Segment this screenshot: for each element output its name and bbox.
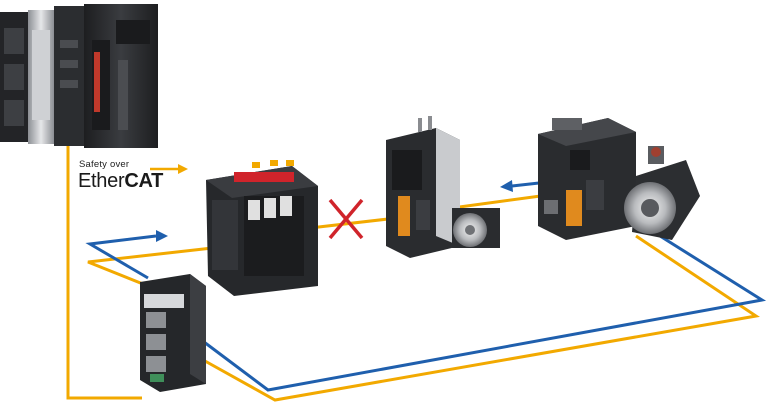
servo-motor-small (452, 208, 500, 248)
x-cross-icon (328, 198, 364, 240)
ethercat-coupler (140, 274, 206, 392)
ethercat-logo-bold: CAT (124, 170, 164, 192)
ethercat-logo-light: Ether (78, 170, 125, 192)
servo-motor-large (624, 146, 700, 240)
cable-blue-coupler-to-io (85, 234, 157, 280)
cable-yellow-drive1-to-drive2 (451, 193, 549, 210)
ethercat-logo: EtherCAT (78, 170, 163, 193)
servo-drive-large (538, 118, 636, 240)
servo-drive-small (386, 116, 460, 258)
cable-yellow-controller-drop (66, 140, 142, 400)
arrow-icon (178, 164, 188, 174)
protocol-prefix-label: Safety over (79, 159, 130, 170)
controller-device (0, 4, 158, 148)
cable-yellow-return (195, 234, 760, 402)
arrow-icon (500, 180, 513, 192)
cable-blue-return (195, 234, 767, 392)
safety-io-unit (206, 160, 318, 296)
arrow-icon (156, 230, 168, 242)
cable-yellow-coupler-to-io (87, 244, 231, 288)
